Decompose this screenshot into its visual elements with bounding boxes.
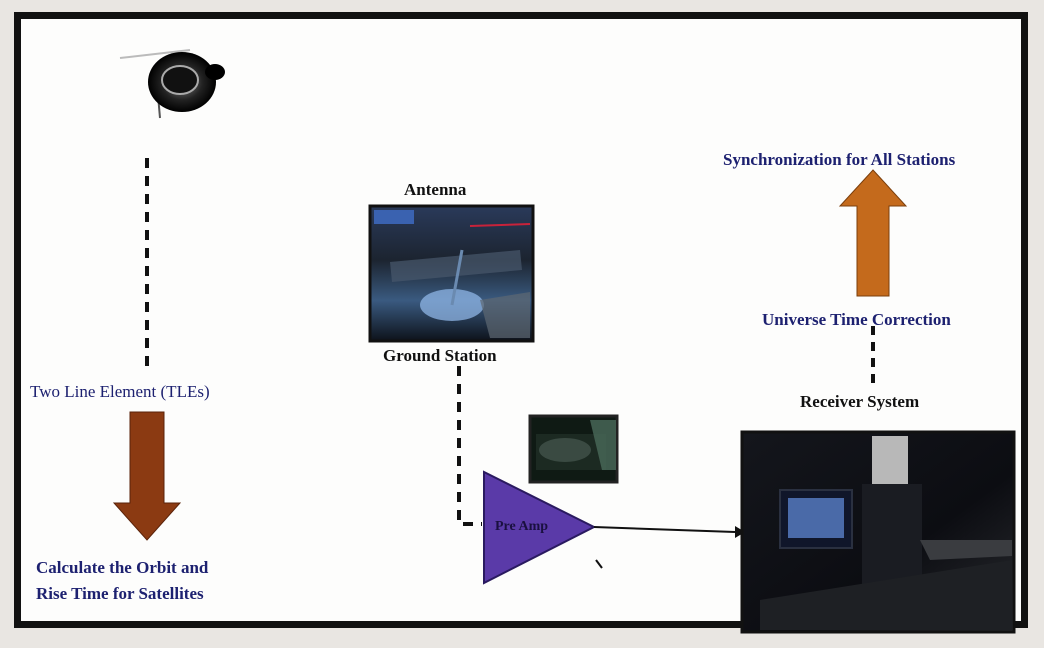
synchronization-label: Synchronization for All Stations — [723, 150, 956, 169]
antenna-photo — [368, 204, 535, 343]
satellite-icon — [119, 49, 225, 119]
preamp-triangle — [483, 470, 597, 585]
receiver-system-photo — [740, 430, 1016, 634]
ground-station-dashed-link — [457, 366, 482, 526]
up-arrow — [838, 169, 908, 297]
stray-mark — [595, 559, 603, 569]
ground-station-label: Ground Station — [383, 346, 497, 365]
preamp-device-photo — [528, 414, 619, 484]
preamp-label: Pre Amp — [495, 519, 549, 534]
receiver-arrowhead — [735, 526, 745, 538]
tle-label: Two Line Element (TLEs) — [30, 382, 210, 401]
antenna-label: Antenna — [404, 180, 467, 199]
calculate-orbit-line2: Rise Time for Satellites — [36, 584, 204, 603]
receiver-system-label: Receiver System — [800, 392, 920, 411]
preamp-to-receiver-line — [593, 526, 736, 533]
utc-label: Universe Time Correction — [762, 310, 951, 329]
down-arrow — [112, 411, 182, 541]
calculate-orbit-line1: Calculate the Orbit and — [36, 558, 209, 577]
